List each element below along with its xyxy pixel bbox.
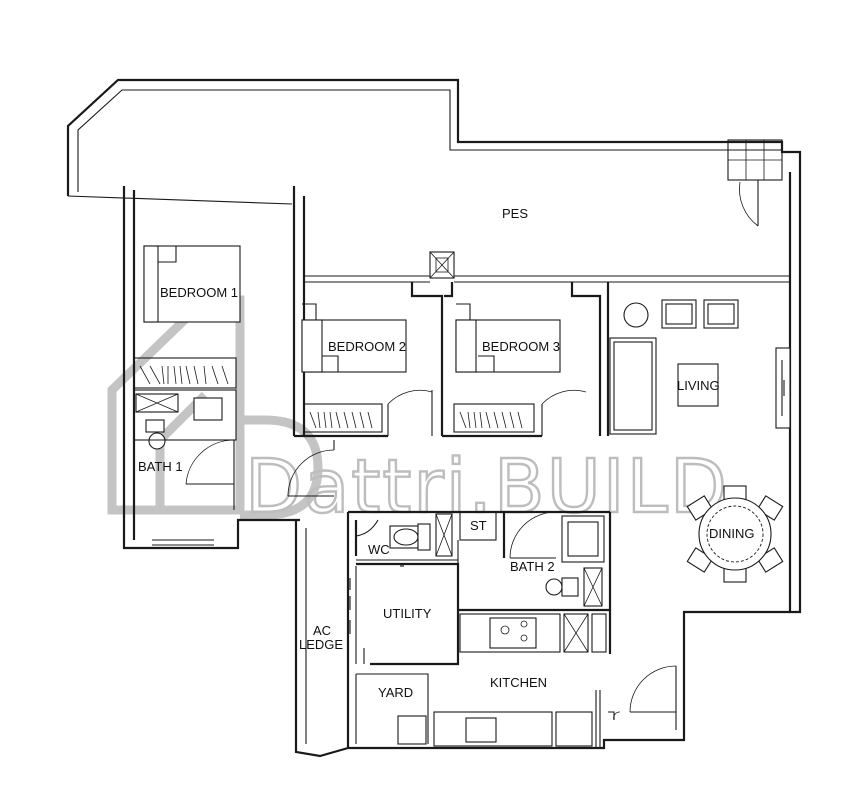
lobby-door <box>287 440 335 497</box>
room-label-living: LIVING <box>677 378 720 393</box>
room-label-bath-1: BATH 1 <box>138 459 183 474</box>
room-label-dining: DINING <box>709 526 755 541</box>
bedroom-2: BEDROOM 2 <box>294 251 455 438</box>
room-label-bedroom-2: BEDROOM 2 <box>328 339 406 354</box>
yard-area: YARD <box>346 673 429 748</box>
room-label-bedroom-1: BEDROOM 1 <box>160 285 238 300</box>
service-block: WC ST BATH 2 <box>346 510 612 654</box>
bath-1: BATH 1 <box>133 389 237 510</box>
bedroom-1: BEDROOM 1 <box>133 245 241 389</box>
room-label-ledge: LEDGE <box>299 637 343 652</box>
watermark-text: Dattri.BUILD <box>245 444 729 530</box>
room-label-utility: UTILITY <box>383 606 432 621</box>
watermark: Dattri.BUILD <box>107 295 729 531</box>
room-label-bedroom-3: BEDROOM 3 <box>482 339 560 354</box>
utility-room: UTILITY <box>346 560 460 674</box>
watermark-logo-d-icon <box>240 415 323 520</box>
room-label-yard: YARD <box>378 685 413 700</box>
room-label-st: ST <box>470 518 487 533</box>
ac-ledge: AC LEDGE <box>299 623 343 652</box>
pes-area <box>66 78 802 227</box>
room-label-pes: PES <box>502 206 528 221</box>
room-label-kitchen: KITCHEN <box>490 675 547 690</box>
kitchen-area: KITCHEN <box>348 613 686 750</box>
bedroom-3: BEDROOM 3 <box>442 282 610 438</box>
living-area: LIVING <box>609 299 791 435</box>
room-label-ac: AC <box>313 623 331 638</box>
room-label-wc: WC <box>368 542 390 557</box>
room-label-bath-2: BATH 2 <box>510 559 555 574</box>
dining-area: DINING <box>686 485 784 583</box>
